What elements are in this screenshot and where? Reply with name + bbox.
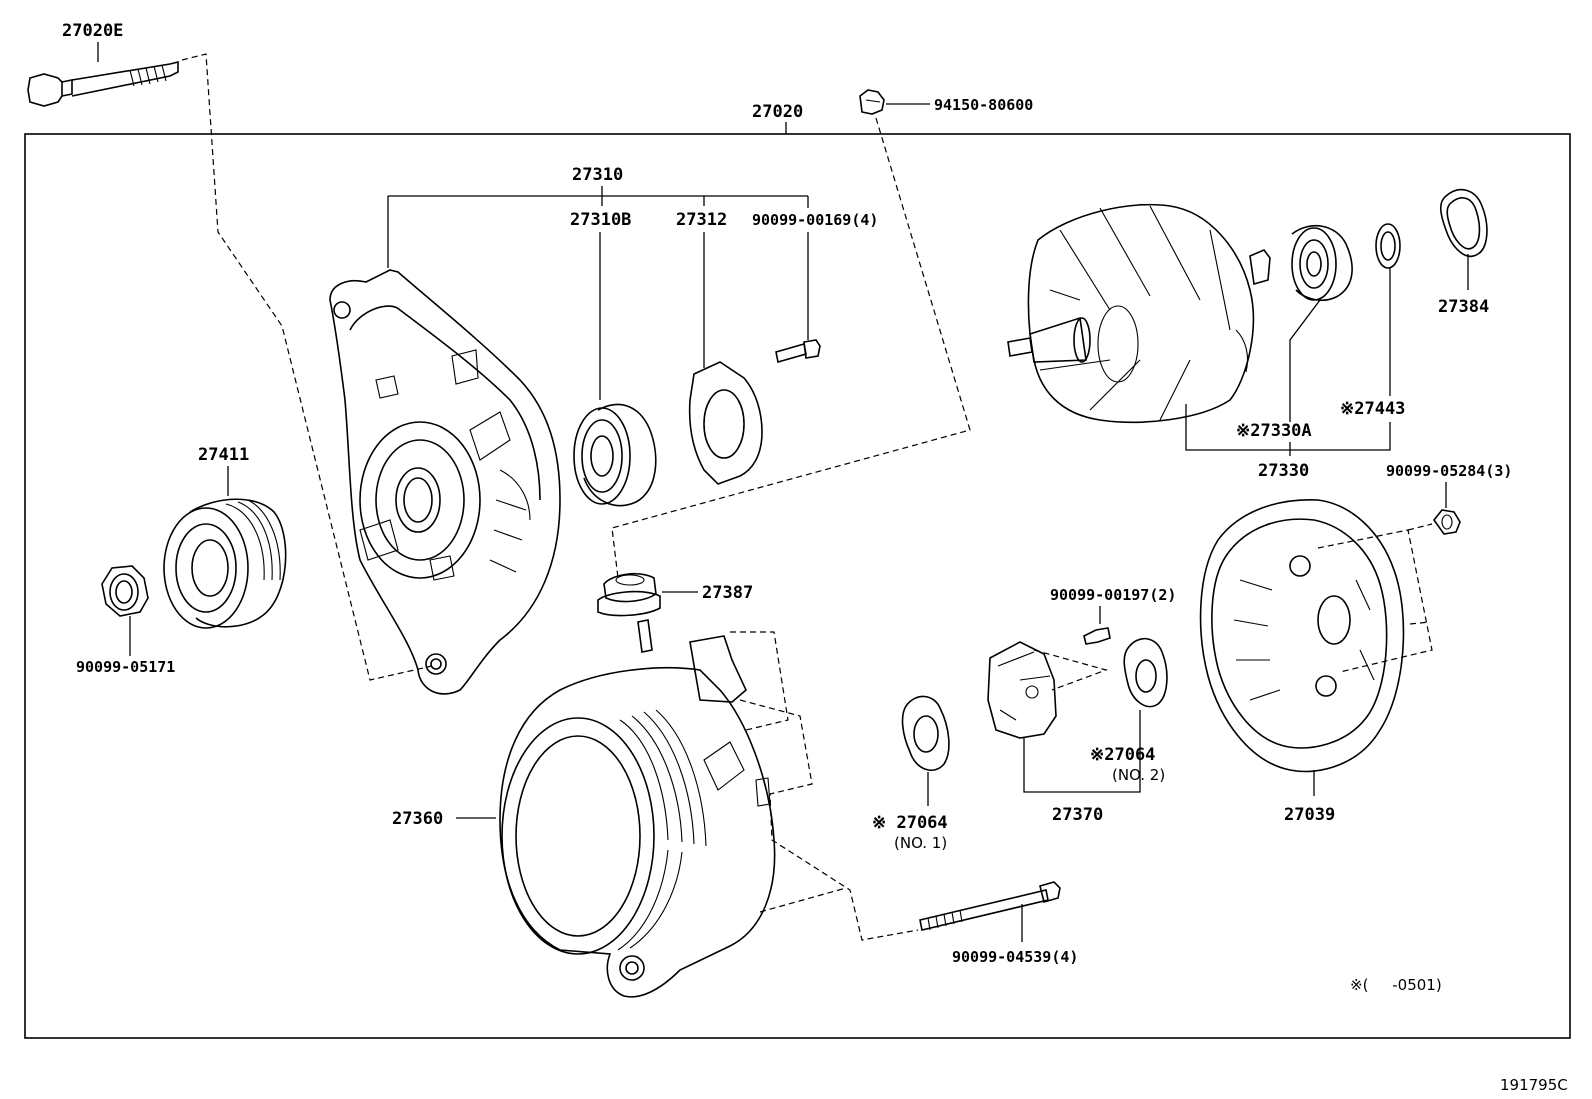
label-94150-80600: 94150-80600: [934, 96, 1033, 114]
label-27312: 27312: [676, 210, 727, 230]
label-90099-05284: 90099-05284(3): [1386, 462, 1512, 480]
screw-90099-00197[interactable]: [1083, 627, 1111, 645]
retainer-plate-27312[interactable]: [688, 361, 763, 485]
label-27411: 27411: [198, 445, 249, 465]
rotor-assembly-27330[interactable]: [1007, 203, 1271, 424]
housing-27360[interactable]: [499, 619, 776, 998]
label-27384: 27384: [1438, 297, 1489, 317]
footnote-serial-range: ※( -0501): [1350, 976, 1442, 994]
bearing-27310b[interactable]: [573, 403, 657, 507]
rear-cover-27039[interactable]: [1199, 499, 1405, 773]
bolt-27020e[interactable]: [27, 60, 179, 107]
label-27360: 27360: [392, 809, 443, 829]
label-27330: 27330: [1258, 461, 1309, 481]
seal-27384[interactable]: [1439, 188, 1488, 257]
nut-94150-80600[interactable]: [859, 89, 885, 115]
label-27370: 27370: [1052, 805, 1103, 825]
bearing-27330a[interactable]: [1291, 225, 1353, 302]
gasket-27064-no2[interactable]: [1123, 637, 1168, 708]
label-27064-no1: ※ 27064: [872, 813, 948, 833]
label-27064-no1-note: (NO. 1): [894, 834, 947, 852]
label-90099-04539: 90099-04539(4): [952, 948, 1078, 966]
label-27039: 27039: [1284, 805, 1335, 825]
nut-90099-05171[interactable]: [101, 565, 149, 617]
assembly-frame: [24, 133, 1571, 1039]
label-27310b: 27310B: [570, 210, 631, 230]
label-27064-no2: ※27064: [1090, 745, 1155, 765]
pulley-27411[interactable]: [163, 498, 287, 629]
label-27387: 27387: [702, 583, 753, 603]
drawing-number: 191795C: [1500, 1076, 1568, 1094]
label-27443: ※27443: [1340, 399, 1405, 419]
label-90099-05171: 90099-05171: [76, 658, 175, 676]
brush-holder-27370[interactable]: [987, 641, 1057, 739]
label-90099-00197: 90099-00197(2): [1050, 586, 1176, 604]
label-27064-no2-note: (NO. 2): [1112, 766, 1165, 784]
label-27310: 27310: [572, 165, 623, 185]
nut-90099-05284[interactable]: [1432, 509, 1461, 535]
gasket-27064-no1[interactable]: [901, 695, 950, 772]
label-27020e: 27020E: [62, 21, 123, 41]
bolt-90099-04539[interactable]: [919, 881, 1061, 931]
drive-end-frame-27310[interactable]: [329, 269, 561, 695]
label-27330a: ※27330A: [1236, 421, 1312, 441]
cover-27443[interactable]: [1375, 223, 1401, 269]
insulator-27387[interactable]: [597, 572, 661, 617]
label-27020: 27020: [752, 102, 803, 122]
screw-90099-00169[interactable]: [775, 339, 821, 364]
label-90099-00169: 90099-00169(4): [752, 211, 878, 229]
